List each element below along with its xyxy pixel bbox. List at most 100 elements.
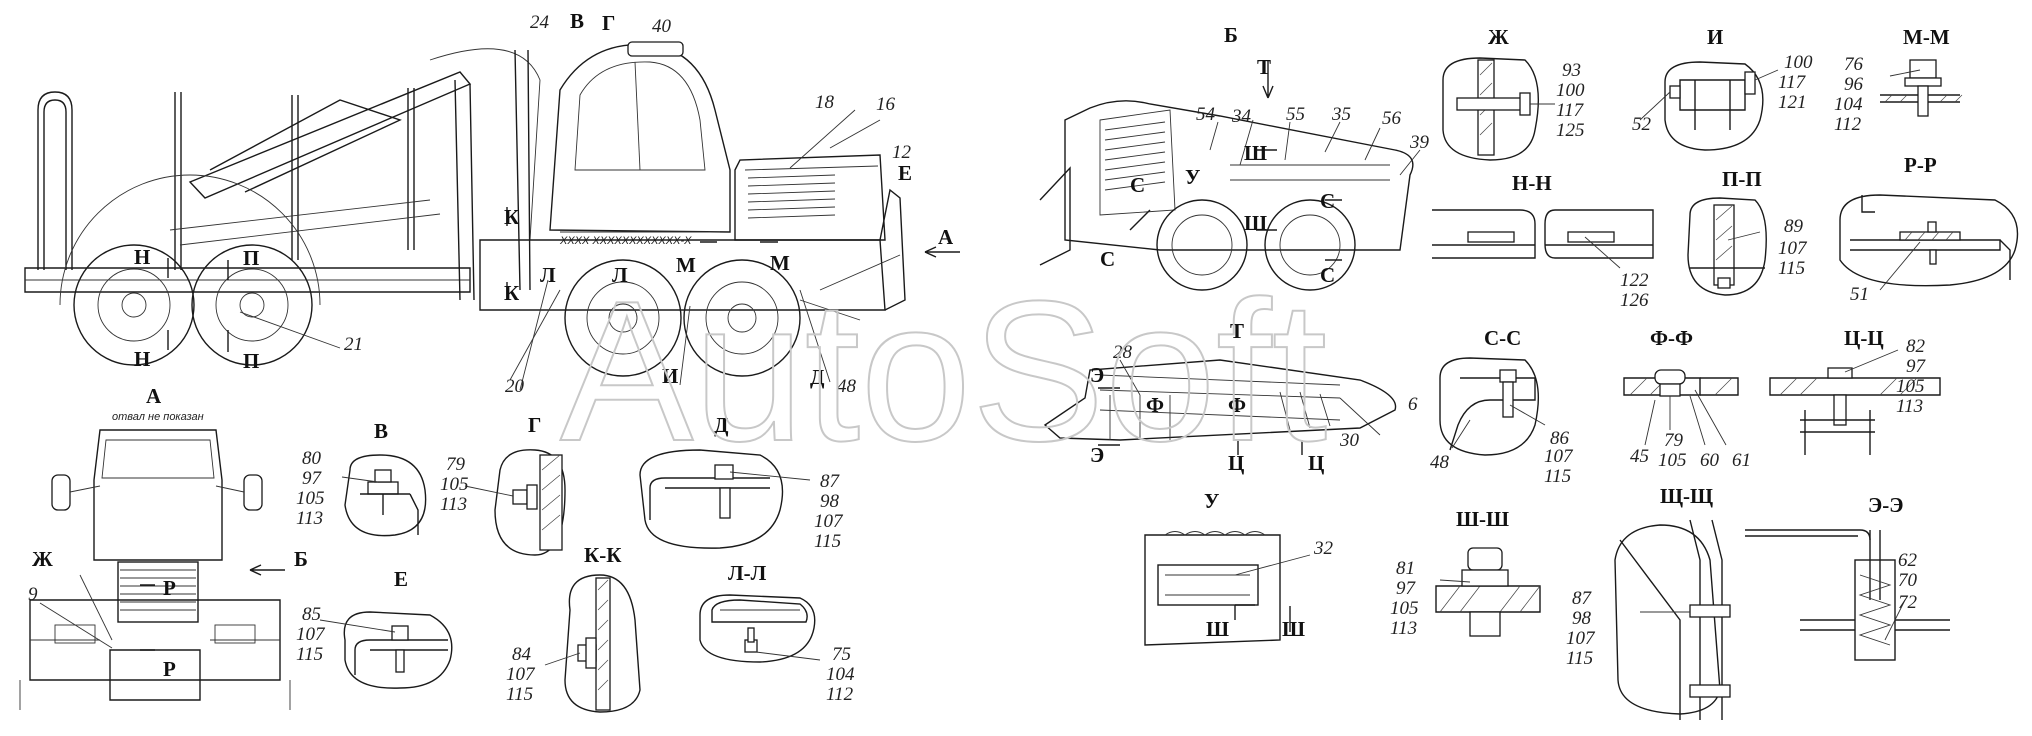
callout: 84	[512, 644, 532, 665]
callout: 105	[1658, 450, 1687, 471]
callout: 61	[1732, 450, 1751, 471]
section-letter: П	[243, 349, 259, 373]
view-title: И	[1707, 25, 1723, 49]
section-letter: Л	[540, 263, 556, 287]
detail-ll: Л-Л	[699, 561, 821, 663]
callout: 115	[1566, 648, 1593, 669]
callout: 87	[1572, 588, 1593, 609]
view-b-labels: 54 34 55 35 56 39 Т Ш Ш У С С С С	[1100, 55, 1430, 287]
callout: 24	[530, 12, 550, 33]
section-letter: А	[938, 225, 954, 249]
section-letter: Р	[163, 657, 176, 681]
section-letter: К	[504, 205, 520, 229]
callout: 28	[1113, 342, 1133, 363]
view-title: Л-Л	[728, 561, 767, 585]
callout: 30	[1339, 430, 1360, 451]
callout: 113	[1896, 396, 1923, 417]
section-letter: С	[1100, 247, 1115, 271]
view-title: М-М	[1903, 25, 1950, 49]
watermark: AutoSoft	[560, 260, 1327, 483]
callout: 48	[837, 376, 857, 397]
callout: 81	[1396, 558, 1415, 579]
detail-mm-callouts: 76 96 104 112	[1834, 54, 1864, 135]
callout: 93	[1562, 60, 1581, 81]
callout: 115	[1778, 258, 1805, 279]
view-title: В	[374, 419, 388, 443]
section-letter: Э	[1090, 363, 1104, 387]
view-title: А	[146, 384, 162, 408]
callout: 54	[1196, 104, 1216, 125]
callout: 79	[1664, 430, 1684, 451]
detail-u-labels: 32 Ш Ш	[1206, 538, 1334, 641]
section-letter: Ш	[1282, 617, 1305, 641]
callout: 20	[505, 376, 525, 397]
callout: 113	[296, 508, 323, 529]
detail-shsh-callouts: 81 97 105 113	[1390, 558, 1419, 639]
callout: 85	[302, 604, 321, 625]
section-letter: Л	[612, 263, 628, 287]
callout: 16	[876, 94, 896, 115]
detail-shchshch-callouts: 87 98 107 115	[1566, 588, 1596, 669]
section-letter: К	[504, 281, 520, 305]
callout: 12	[892, 142, 912, 163]
detail-v: В	[341, 419, 427, 537]
callout: 113	[1390, 618, 1417, 639]
section-letter: Н	[134, 245, 150, 269]
front-view-a: А отвал не показан	[19, 384, 291, 710]
detail-u: У	[1144, 489, 1311, 646]
callout: 107	[1544, 446, 1574, 467]
view-title: Ф-Ф	[1650, 326, 1693, 350]
detail-ee-callouts: 62 70 72	[1898, 550, 1918, 613]
view-title: Ц-Ц	[1844, 326, 1884, 350]
section-letter: Т	[1257, 55, 1271, 79]
callout: 76	[1844, 54, 1864, 75]
callout: 105	[296, 488, 325, 509]
callout: 79	[446, 454, 466, 475]
section-letter: Ф	[1228, 393, 1246, 417]
callout: 117	[1556, 100, 1585, 121]
callout: 105	[1390, 598, 1419, 619]
callout: 21	[344, 334, 363, 355]
detail-tsts-callouts: 82 97 105 113	[1896, 336, 1927, 417]
callout: 115	[296, 644, 323, 665]
callout: 39	[1409, 132, 1430, 153]
detail-g: Г	[464, 413, 566, 556]
detail-ff-callouts: 45 79 105 60 61	[1630, 430, 1751, 471]
callout: 97	[1906, 356, 1927, 377]
detail-shsh: Ш-Ш	[1435, 507, 1541, 637]
callout: 51	[1850, 284, 1869, 305]
detail-tsts: Ц-Ц	[1769, 326, 1941, 455]
detail-nn: Н-Н	[1432, 171, 1654, 269]
view-title: Э-Э	[1868, 493, 1903, 517]
callout: 96	[1844, 74, 1864, 95]
callout: 98	[820, 491, 840, 512]
detail-zh-callouts: 93 100 117 125	[1556, 60, 1585, 141]
detail-rr-callouts: 51	[1850, 284, 1869, 305]
callout: 62	[1898, 550, 1918, 571]
detail-pp: П-П	[1687, 167, 1767, 296]
callout: 115	[506, 684, 533, 705]
callout: 60	[1700, 450, 1720, 471]
view-title: У	[1204, 489, 1219, 513]
callout: 112	[1834, 114, 1862, 135]
detail-shchshch: Щ-Щ	[1614, 484, 1731, 720]
callout: 86	[1550, 428, 1570, 449]
callout: 72	[1898, 592, 1918, 613]
section-letter: М	[676, 253, 696, 277]
section-letter: М	[770, 251, 790, 275]
section-letter: Ш	[1244, 211, 1267, 235]
detail-i-callouts: 100 117 121 52	[1632, 52, 1813, 135]
callout: 121	[1778, 92, 1807, 113]
view-title: Б	[1224, 23, 1238, 47]
section-letter: Е	[898, 161, 912, 185]
view-t-labels: 28 6 30 Э Э Ф Ф Ц Ц	[1090, 342, 1418, 475]
callout: 115	[1544, 466, 1571, 487]
callout: 112	[826, 684, 854, 705]
section-letter: Б	[294, 547, 308, 571]
detail-rr: Р-Р	[1839, 153, 2019, 291]
detail-g-callouts: 79 105 113	[440, 454, 469, 515]
callout: 104	[1834, 94, 1863, 115]
svg-text:XXXX XXXXXXXXXXXX-X: XXXX XXXXXXXXXXXX-X	[559, 235, 692, 247]
view-title: К-К	[584, 543, 622, 567]
section-letter: Ц	[1228, 451, 1244, 475]
